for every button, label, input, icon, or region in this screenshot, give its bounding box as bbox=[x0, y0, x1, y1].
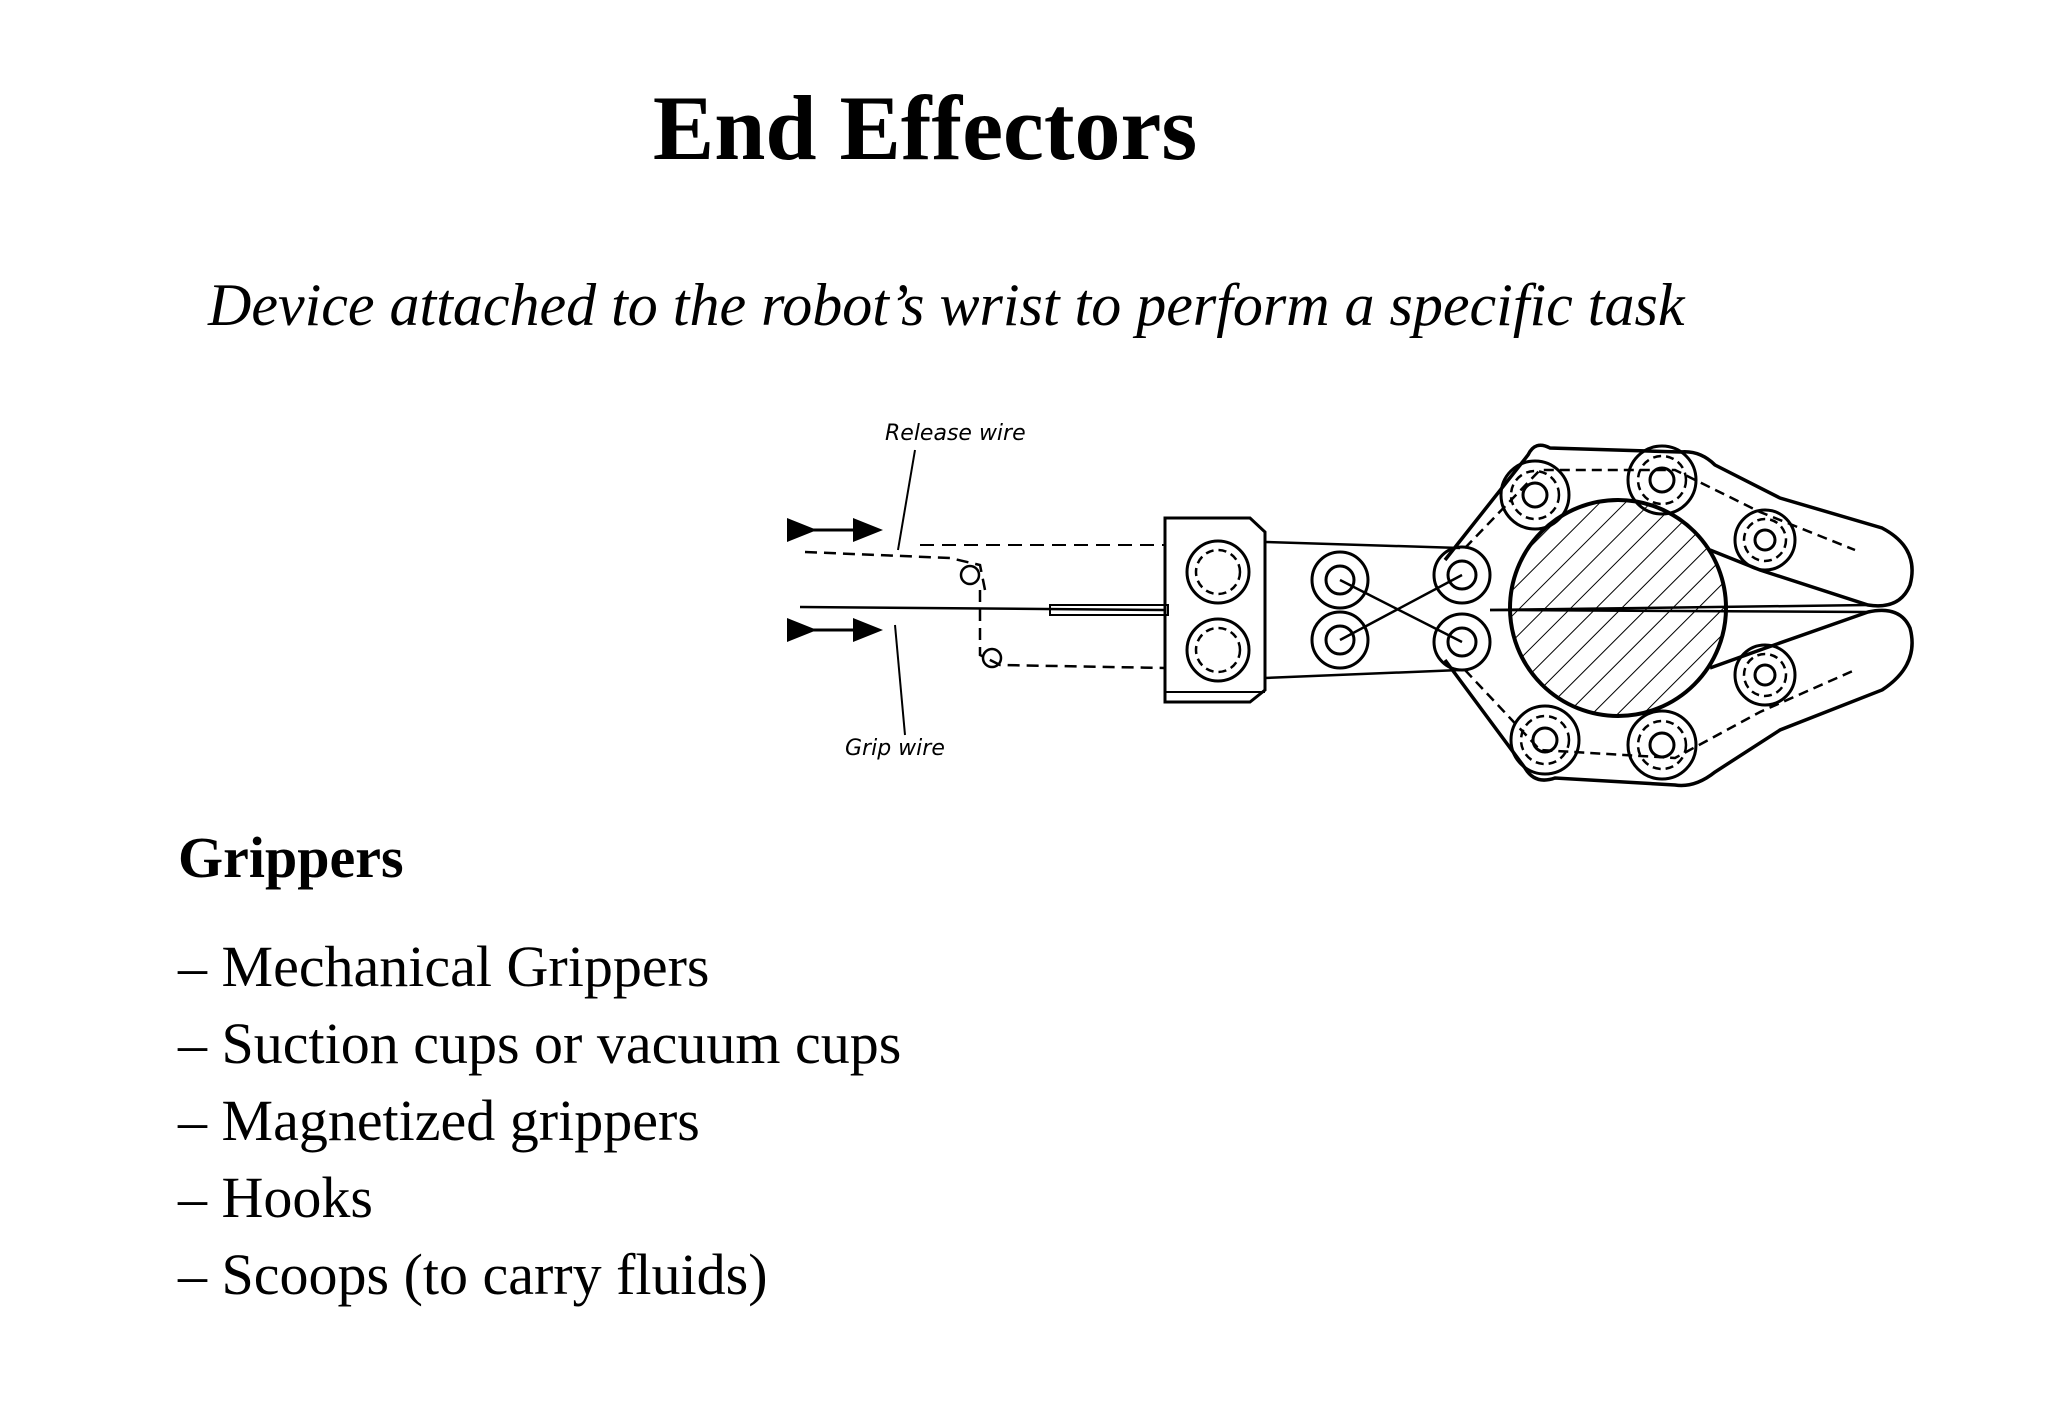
grip-wire-label: Grip wire bbox=[845, 736, 945, 761]
grippers-list: – Mechanical Grippers – Suction cups or … bbox=[178, 928, 901, 1313]
gripper-diagram: Release wire Grip wire bbox=[787, 421, 1914, 788]
grip-wire bbox=[799, 605, 1166, 612]
gripper-base bbox=[1163, 516, 1267, 704]
lower-finger bbox=[1443, 608, 1914, 788]
release-wire bbox=[804, 550, 987, 591]
list-item: – Hooks bbox=[178, 1165, 373, 1230]
list-item: – Mechanical Grippers bbox=[178, 934, 710, 999]
list-item: – Scoops (to carry fluids) bbox=[178, 1242, 768, 1307]
slide-subtitle: Device attached to the robot’s wrist to … bbox=[208, 272, 1685, 338]
list-item: – Magnetized grippers bbox=[178, 1088, 700, 1153]
slide-title: End Effectors bbox=[652, 77, 1198, 179]
grippers-heading: Grippers bbox=[178, 825, 404, 890]
list-item: – Suction cups or vacuum cups bbox=[178, 1011, 902, 1076]
release-wire-label: Release wire bbox=[885, 421, 1026, 446]
